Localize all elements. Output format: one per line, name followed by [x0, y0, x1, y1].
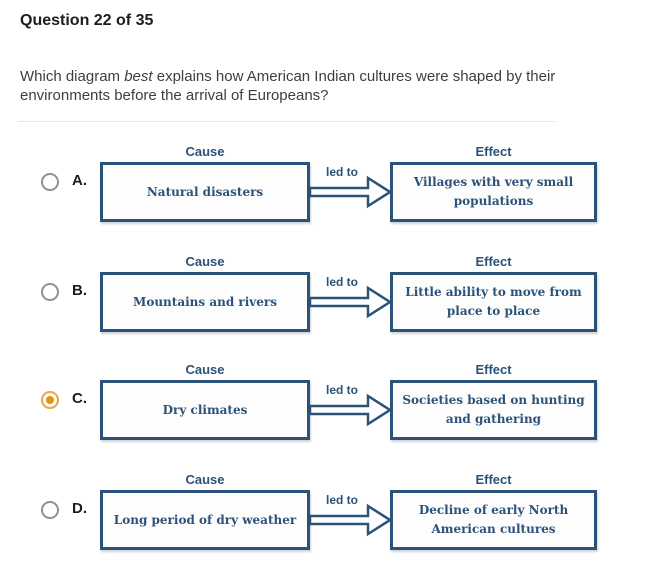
radio-option-d[interactable]: [41, 501, 59, 519]
cause-label: Cause: [185, 362, 225, 377]
answer-option-a: A. Cause Effect Natural disasters led to…: [0, 144, 667, 240]
cause-box: Mountains and rivers: [100, 272, 310, 332]
question-text-part2: explains how American Indian cultures we…: [20, 68, 556, 104]
answer-option-c: C. Cause Effect Dry climates led to Soci…: [0, 362, 667, 458]
effect-label: Effect: [475, 254, 512, 269]
effect-text: Decline of early North American cultures: [418, 503, 569, 536]
cause-box: Dry climates: [100, 380, 310, 440]
cause-text: Mountains and rivers: [133, 294, 277, 309]
radio-option-a[interactable]: [41, 173, 59, 191]
cause-text: Dry climates: [162, 402, 248, 417]
radio-option-b[interactable]: [41, 283, 59, 301]
effect-box: Societies based on hunting and gathering: [390, 380, 597, 440]
radio-dot: [46, 396, 54, 404]
cause-box: Long period of dry weather: [100, 490, 310, 550]
divider: [18, 121, 555, 122]
radio-option-c[interactable]: [41, 391, 59, 409]
question-text-italic: best: [124, 68, 153, 85]
arrow-icon: [308, 393, 392, 427]
answer-option-b: B. Cause Effect Mountains and rivers led…: [0, 254, 667, 350]
led-to-label: led to: [326, 275, 358, 289]
answer-option-d: D. Cause Effect Long period of dry weath…: [0, 472, 667, 568]
option-letter-d: D.: [72, 500, 87, 517]
led-to-label: led to: [326, 493, 358, 507]
led-to-label: led to: [326, 383, 358, 397]
cause-text: Natural disasters: [146, 184, 264, 199]
cause-label: Cause: [185, 144, 225, 159]
cause-label: Cause: [185, 254, 225, 269]
question-text: Which diagram best explains how American…: [20, 67, 568, 105]
cause-label: Cause: [185, 472, 225, 487]
option-letter-a: A.: [72, 172, 87, 189]
arrow-icon: [308, 175, 392, 209]
arrow-icon: [308, 285, 392, 319]
question-number: Question 22 of 35: [20, 12, 154, 29]
effect-text: Societies based on hunting and gathering: [402, 393, 585, 426]
effect-label: Effect: [475, 144, 512, 159]
effect-box: Villages with very small populations: [390, 162, 597, 222]
effect-box: Decline of early North American cultures: [390, 490, 597, 550]
led-to-label: led to: [326, 165, 358, 179]
option-letter-c: C.: [72, 390, 87, 407]
cause-box: Natural disasters: [100, 162, 310, 222]
cause-text: Long period of dry weather: [113, 512, 297, 527]
effect-box: Little ability to move from place to pla…: [390, 272, 597, 332]
question-text-part1: Which diagram: [20, 68, 125, 85]
effect-text: Little ability to move from place to pla…: [405, 285, 582, 318]
arrow-icon: [308, 503, 392, 537]
effect-label: Effect: [475, 472, 512, 487]
effect-text: Villages with very small populations: [413, 175, 574, 208]
effect-label: Effect: [475, 362, 512, 377]
option-letter-b: B.: [72, 282, 87, 299]
